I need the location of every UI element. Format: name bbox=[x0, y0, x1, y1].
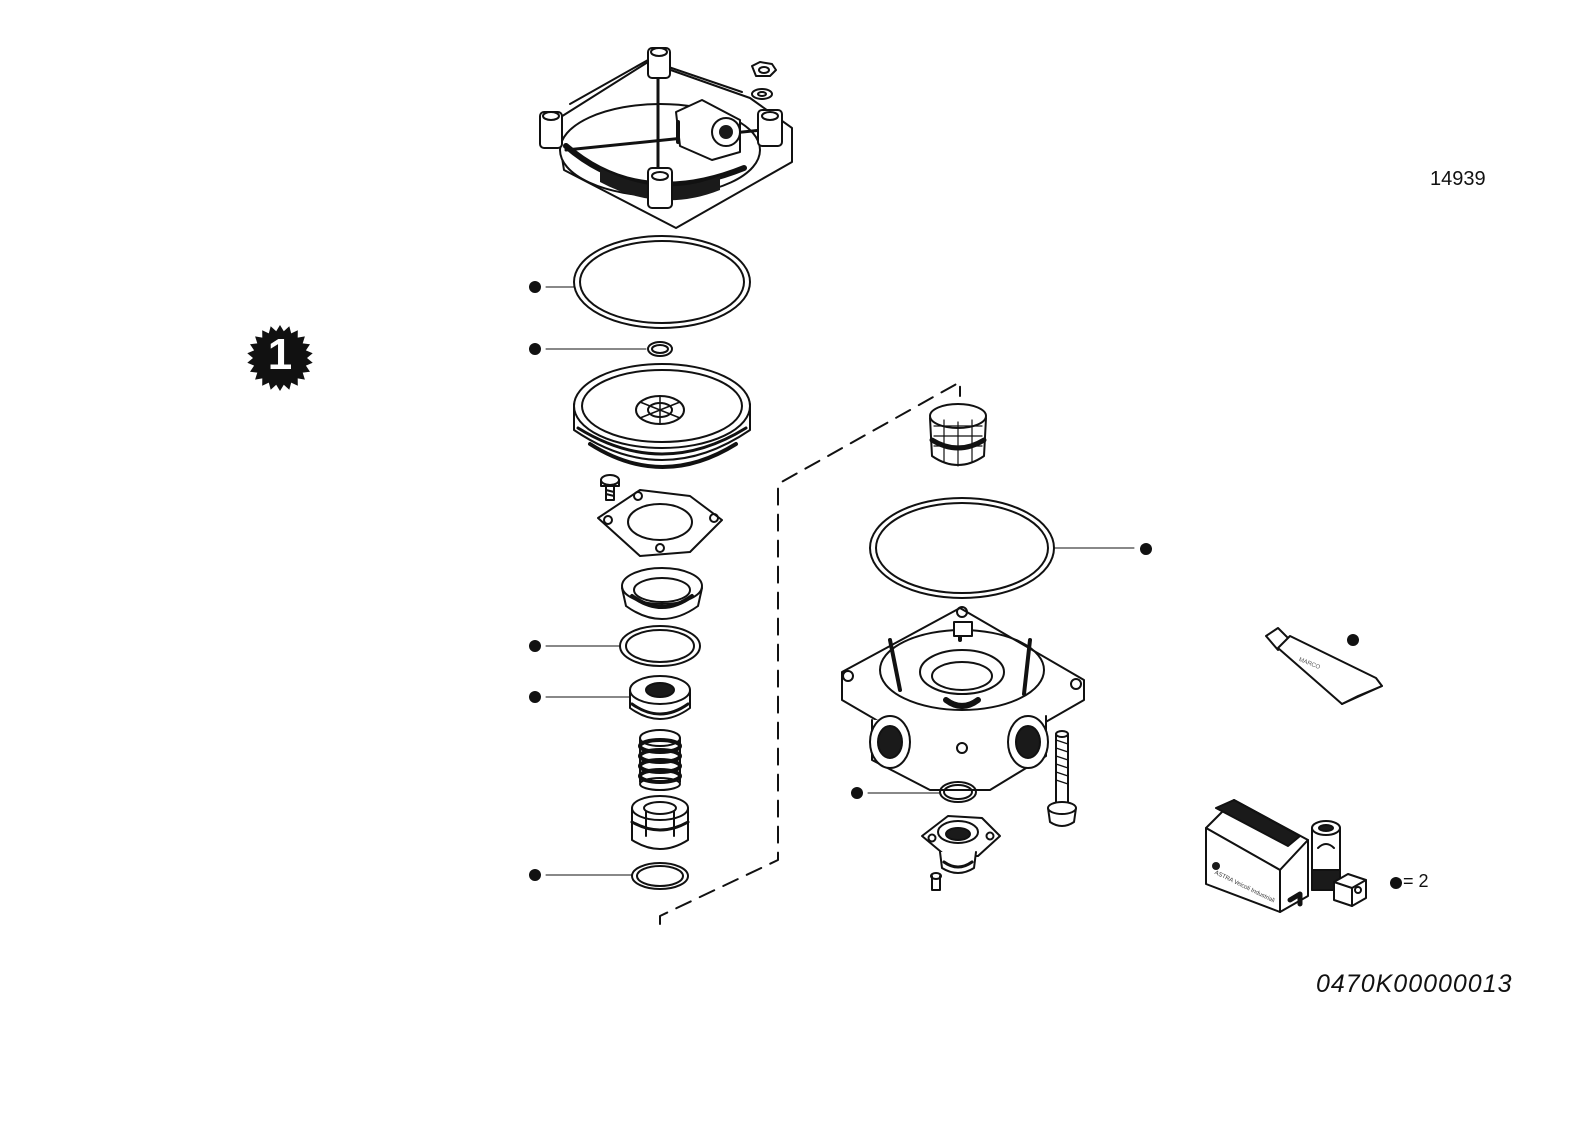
callout-bottom-o-ring bbox=[529, 869, 633, 881]
grease-tube bbox=[1265, 627, 1383, 705]
nut bbox=[751, 61, 777, 77]
callout-housing-o-ring bbox=[1053, 543, 1152, 555]
bolt bbox=[1047, 730, 1077, 827]
callout-outlet-o-ring bbox=[851, 787, 941, 799]
housing-o-ring bbox=[869, 497, 1055, 599]
strainer bbox=[929, 403, 987, 467]
valve-sleeve bbox=[630, 795, 690, 850]
part-number: 0470K00000013 bbox=[1316, 970, 1513, 998]
assembly-guide-line bbox=[659, 381, 961, 925]
screw bbox=[600, 474, 620, 501]
callout-piston-o-ring bbox=[529, 640, 621, 652]
piston bbox=[573, 363, 751, 469]
flange-plate bbox=[597, 489, 723, 557]
guide-ring bbox=[621, 567, 703, 620]
callout-top-o-ring bbox=[529, 281, 575, 293]
valve-housing bbox=[841, 606, 1085, 791]
top-cover bbox=[539, 47, 793, 229]
valve-seal bbox=[629, 675, 691, 720]
callout-kit-quantity bbox=[1390, 877, 1402, 889]
washer bbox=[751, 88, 773, 100]
outlet-flange bbox=[921, 815, 1001, 874]
spring bbox=[638, 729, 682, 791]
callout-small-o-ring bbox=[529, 343, 647, 355]
callout-grease-tube bbox=[1347, 634, 1359, 646]
small-screw bbox=[930, 872, 942, 891]
small-o-ring bbox=[647, 341, 673, 357]
callout-valve-seal bbox=[529, 691, 631, 703]
kit-quantity-label: = 2 bbox=[1403, 871, 1429, 891]
seal-kit-box bbox=[1205, 799, 1367, 913]
drawing-number: 14939 bbox=[1430, 168, 1486, 190]
top-o-ring bbox=[573, 235, 751, 329]
outlet-o-ring bbox=[939, 781, 977, 803]
step-number: 1 bbox=[267, 330, 293, 379]
bottom-o-ring bbox=[631, 862, 689, 890]
piston-o-ring bbox=[619, 625, 701, 667]
step-badge-icon bbox=[247, 325, 313, 391]
